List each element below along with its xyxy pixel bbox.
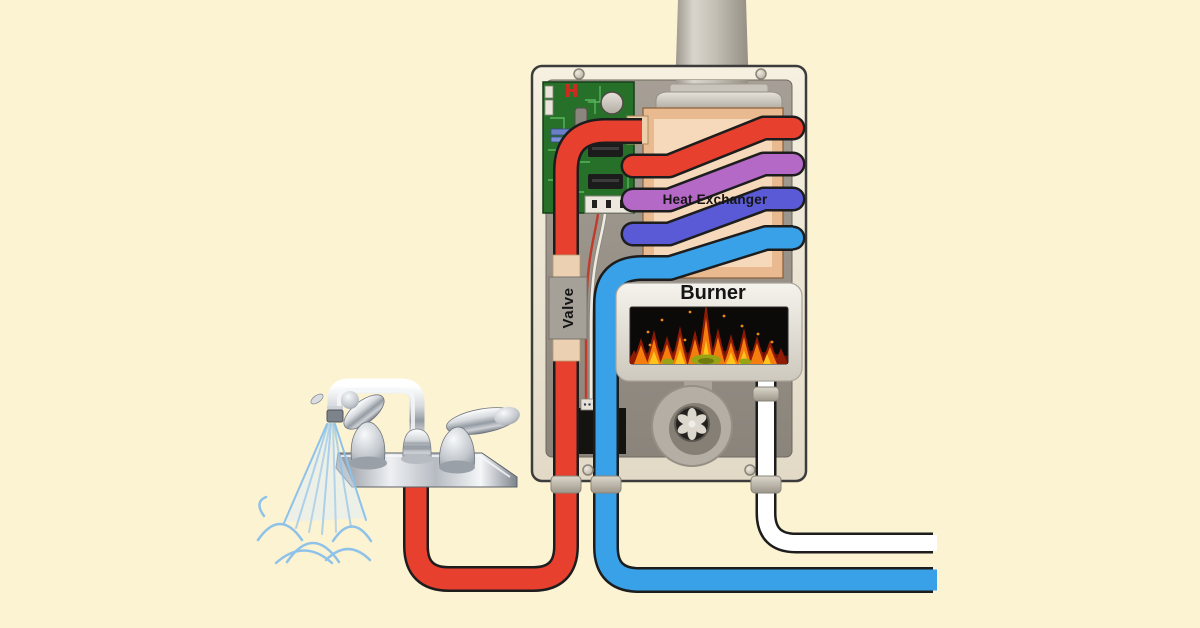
flames — [630, 307, 788, 364]
pipe-fittings — [550, 386, 782, 494]
coil-cool — [623, 189, 803, 244]
valve-coupler-bottom — [552, 335, 581, 362]
coil-hot — [623, 118, 803, 176]
pcb-red-component — [566, 84, 577, 97]
left-handle-body — [350, 421, 386, 465]
hot-pipe-fitting — [550, 475, 582, 494]
pcb-connector-1 — [544, 85, 554, 99]
faucet-spout — [327, 378, 425, 444]
gas-pipe-fitting — [750, 475, 782, 494]
capacitor-top — [600, 91, 624, 115]
valve — [548, 254, 588, 362]
hot-water-pipe-run — [405, 120, 642, 590]
gas-pipe — [755, 370, 937, 554]
burner — [615, 282, 803, 382]
water-spray — [256, 423, 373, 565]
gas-pipe-run — [758, 370, 937, 551]
faucet — [310, 378, 520, 488]
spout-band — [327, 406, 343, 411]
cold-water-pipe — [593, 225, 937, 593]
gas-pipe-top-fitting — [752, 386, 780, 402]
screw-icon — [744, 464, 756, 476]
spout-side-nub — [310, 393, 324, 405]
valve-label: Valve — [560, 287, 577, 329]
cold-pipe-fitting — [590, 475, 622, 494]
burner-label: Burner — [680, 282, 746, 304]
right-handle-body — [439, 426, 475, 469]
case-screws — [573, 68, 767, 476]
heat-exchanger-label: Heat Exchanger — [662, 192, 768, 207]
pcb-connector-2 — [544, 99, 554, 116]
heat-exchanger-cap — [655, 91, 783, 110]
screw-icon — [573, 68, 585, 80]
cold-water-pipe-run — [595, 227, 937, 591]
screw-icon — [582, 464, 594, 476]
water-splashes — [256, 495, 373, 565]
screw-icon — [755, 68, 767, 80]
valve-coupler-top — [552, 254, 581, 281]
spout-aerator — [326, 409, 344, 423]
fan — [651, 376, 733, 467]
coil-warm — [623, 154, 803, 210]
heat-exchanger-coils — [620, 115, 806, 247]
hot-water-pipe — [403, 118, 642, 592]
center-cartridge — [402, 428, 432, 460]
fan-blades — [677, 408, 707, 440]
valve-body — [548, 276, 588, 340]
